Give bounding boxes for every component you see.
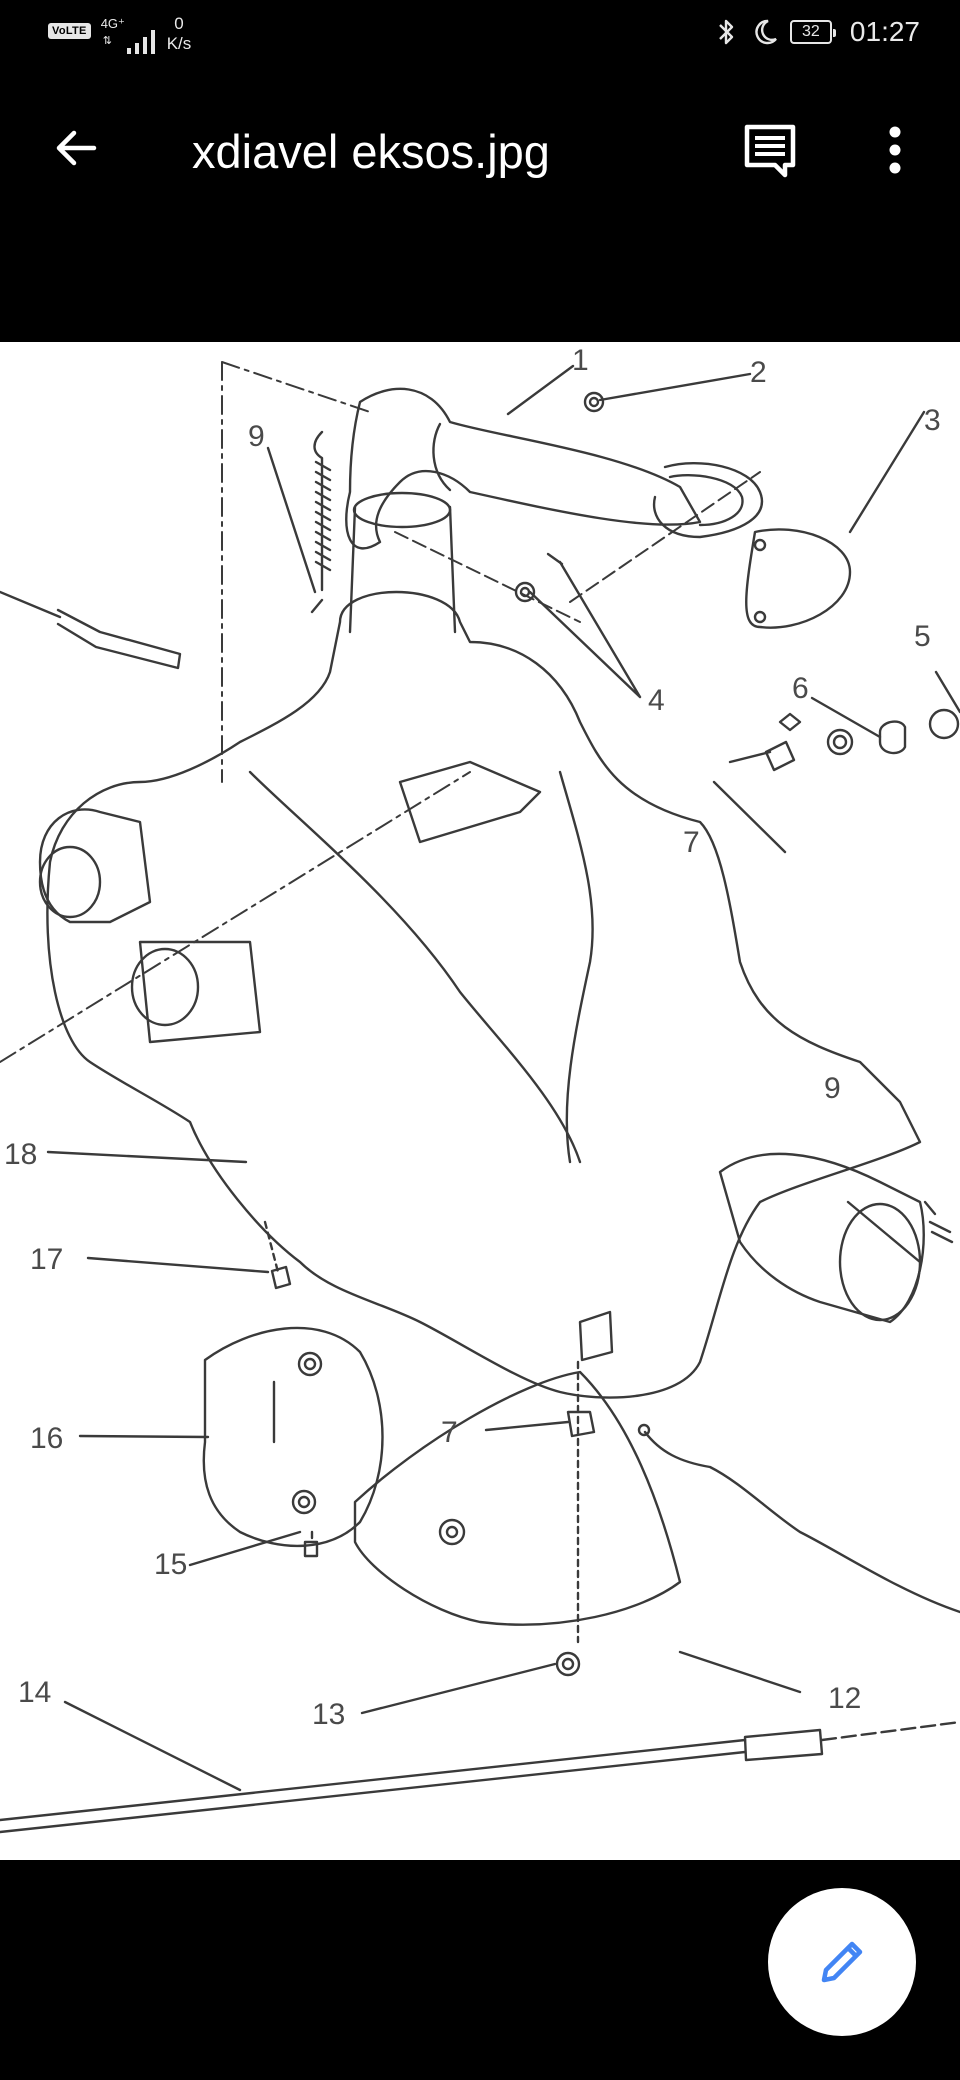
callout-label: 2 [750,356,767,389]
status-left: VoLTE 4G⁺ ⇅ 0 K/s [48,14,191,54]
callout-label: 5 [914,620,931,653]
speed-unit: K/s [166,34,192,53]
network-indicator: 4G⁺ ⇅ [101,14,161,54]
callout-label: 7 [441,1416,458,1449]
file-title: xdiavel eksos.jpg [192,125,550,178]
signal-icon [126,30,155,54]
app-bar: xdiavel eksos.jpg [0,90,960,210]
image-viewer[interactable]: 1 2 3 4 5 6 7 9 9 18 17 16 7 15 14 13 12 [0,342,960,1860]
moon-icon [755,19,777,45]
network-type: 4G⁺ [100,16,125,31]
more-options-button[interactable] [860,110,930,190]
exhaust-diagram: 1 2 3 4 5 6 7 9 9 18 17 16 7 15 14 13 12 [0,344,960,1834]
battery-icon: 32 [789,20,836,44]
speed-value: 0 [174,14,184,33]
callout-label: 18 [4,1138,37,1171]
callout-label: 1 [572,344,589,377]
pencil-icon [821,1941,863,1983]
callout-label: 9 [824,1072,841,1105]
battery-level: 32 [802,23,820,40]
callout-label: 4 [648,684,665,717]
callout-label: 16 [30,1422,63,1455]
network-speed: 0 K/s [167,14,192,54]
details-button[interactable] [730,110,810,190]
callout-label: 3 [924,404,941,437]
back-arrow-icon [56,130,97,166]
status-time: 01:27 [849,16,920,47]
callout-label: 12 [828,1682,861,1715]
status-bar: VoLTE 4G⁺ ⇅ 0 K/s 32 01:27 [0,0,960,70]
callout-label: 9 [248,420,265,453]
callout-label: 15 [154,1548,187,1581]
callout-label: 14 [18,1676,51,1709]
more-vert-icon [889,126,901,174]
callout-label: 17 [30,1243,63,1276]
volte-badge: VoLTE [48,23,91,39]
network-activity: ⇅ [102,35,112,47]
bluetooth-icon [719,19,734,45]
back-button[interactable] [40,112,112,184]
edit-button[interactable] [768,1888,916,2036]
callout-label: 6 [792,672,809,705]
callout-label: 7 [683,826,700,859]
status-right: 32 01:27 [714,16,920,48]
callout-label: 13 [312,1698,345,1731]
details-icon [744,124,796,178]
